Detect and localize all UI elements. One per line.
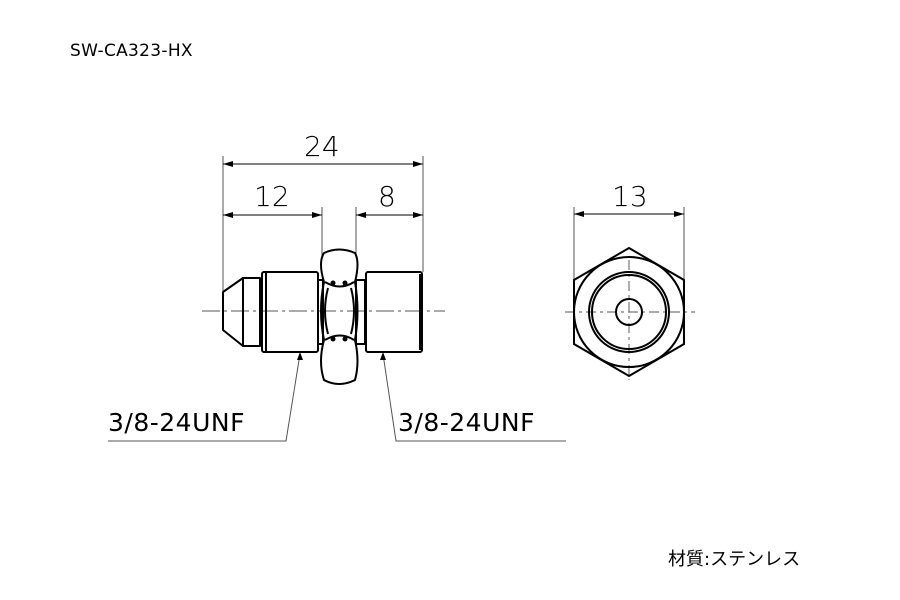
part-number: SW-CA323-HX (70, 41, 193, 61)
extension-lines (222, 156, 424, 292)
dimension-lines (223, 161, 423, 218)
bore-hole (615, 298, 643, 326)
dim-left-length: 12 (254, 180, 290, 213)
left-thread-callout: 3/8-24UNF (108, 408, 245, 437)
hex-outline (573, 246, 685, 378)
hex-nut (320, 248, 359, 385)
left-body (261, 271, 319, 353)
dim-hex-width: 13 (612, 180, 648, 213)
thread-leaders (108, 353, 566, 442)
end-view (565, 207, 695, 380)
right-body (365, 271, 423, 353)
material-note: 材質:ステンレス (668, 549, 801, 570)
dim-right-length: 8 (378, 180, 396, 213)
right-thread-callout: 3/8-24UNF (398, 408, 535, 437)
nose-step (242, 277, 261, 347)
nose-tip (222, 277, 244, 347)
side-view (108, 156, 566, 442)
dim-overall-length: 24 (304, 130, 340, 163)
